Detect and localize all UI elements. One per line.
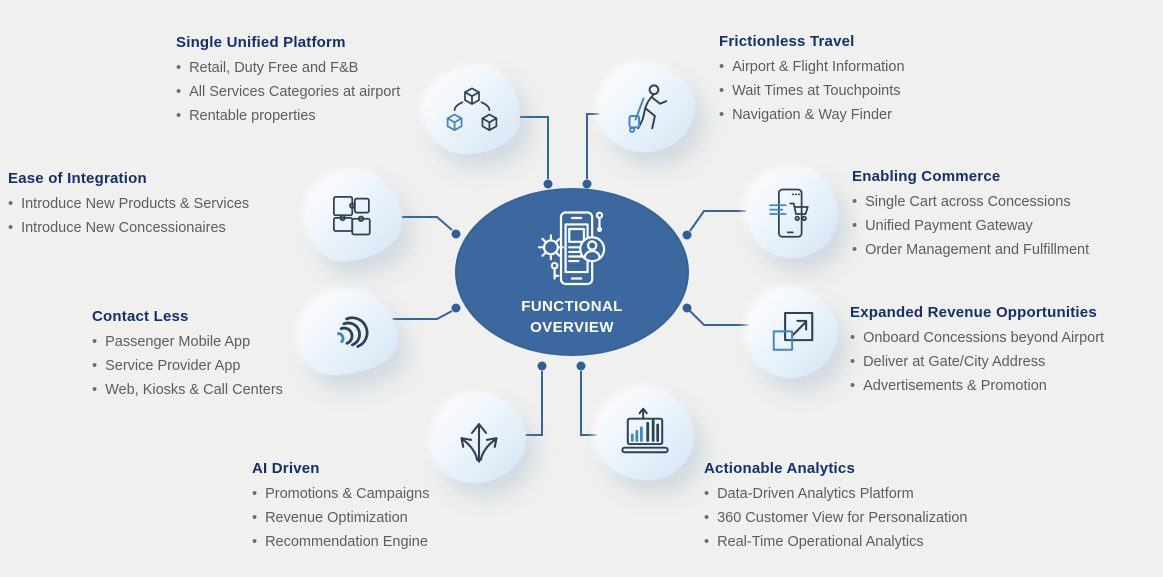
bullet-item: Navigation & Way Finder <box>719 103 905 127</box>
node-dot <box>582 179 592 189</box>
section-items: Promotions & Campaigns Revenue Optimizat… <box>252 482 430 554</box>
bullet-item: Airport & Flight Information <box>719 55 904 79</box>
node-dot <box>576 361 586 371</box>
bullet-item: Promotions & Campaigns <box>252 482 429 506</box>
section-title: Enabling Commerce <box>852 168 1001 185</box>
bullet-item: Real-Time Operational Analytics <box>704 530 967 554</box>
traveler-luggage-icon <box>628 83 668 133</box>
bullet-item: Introduce New Products & Services <box>8 192 249 216</box>
branching-arrows-blob <box>432 395 526 483</box>
bullet-item: 360 Customer View for Personalization <box>704 506 967 530</box>
analytics-laptop-icon <box>621 407 669 454</box>
bullet-item: Introduce New Concessionaires <box>8 216 249 240</box>
section-actionable-analytics: Actionable Analytics Data-Driven Analyti… <box>704 460 967 554</box>
mobile-commerce-blob <box>746 169 838 258</box>
bullet-item: Retail, Duty Free and F&B <box>176 56 400 80</box>
section-title: Actionable Analytics <box>704 460 855 477</box>
bullet-item: Rentable properties <box>176 104 400 128</box>
traveler-blob <box>599 65 695 152</box>
center-title-line2: OVERVIEW <box>530 319 614 336</box>
bullet-item: Order Management and Fulfillment <box>852 238 1089 262</box>
bullet-item: Recommendation Engine <box>252 530 430 554</box>
section-frictionless-travel: Frictionless Travel Airport & Flight Inf… <box>719 33 905 127</box>
center-ellipse: FUNCTIONAL OVERVIEW <box>455 188 689 356</box>
bullet-item: Unified Payment Gateway <box>852 214 1089 238</box>
bullet-item: Service Provider App <box>92 354 283 378</box>
section-items: Single Cart across Concessions Unified P… <box>852 190 1089 262</box>
puzzle-icon <box>333 195 371 235</box>
bullet-item: Passenger Mobile App <box>92 330 283 354</box>
section-title: Contact Less <box>92 308 189 325</box>
bullet-item: Wait Times at Touchpoints <box>719 79 905 103</box>
section-enabling-commerce: Enabling Commerce Single Cart across Con… <box>852 168 1089 262</box>
puzzle-blob <box>306 172 402 261</box>
bullet-item: Revenue Optimization <box>252 506 430 530</box>
bullet-item: Advertisements & Promotion <box>850 374 1104 398</box>
cubes-blob <box>424 68 520 154</box>
section-title: Single Unified Platform <box>176 34 346 51</box>
branching-arrows-icon <box>460 423 498 463</box>
section-title: Expanded Revenue Opportunities <box>850 304 1097 321</box>
section-title: AI Driven <box>252 460 320 477</box>
node-dot <box>537 361 547 371</box>
cubes-network-icon <box>446 87 498 132</box>
section-title: Ease of Integration <box>8 170 147 187</box>
connector <box>689 210 752 232</box>
node-dot <box>682 230 692 240</box>
node-dot <box>682 303 692 313</box>
node-dot <box>543 179 553 189</box>
expand-blob <box>747 290 838 378</box>
section-items: Introduce New Products & Services Introd… <box>8 192 249 240</box>
center-title-line1: FUNCTIONAL <box>521 298 623 315</box>
bullet-item: Onboard Concessions beyond Airport <box>850 326 1104 350</box>
contactless-blob <box>299 292 398 375</box>
analytics-blob <box>596 390 694 480</box>
node-dot <box>451 303 461 313</box>
section-ai-driven: AI Driven Promotions & Campaigns Revenue… <box>252 460 430 554</box>
section-items: Airport & Flight Information Wait Times … <box>719 55 905 127</box>
connector <box>689 310 752 326</box>
section-single-unified-platform: Single Unified Platform Retail, Duty Fre… <box>176 34 400 128</box>
section-expanded-revenue-opportunities: Expanded Revenue Opportunities Onboard C… <box>850 304 1104 398</box>
section-ease-of-integration: Ease of Integration Introduce New Produc… <box>8 170 249 240</box>
contactless-waves-icon <box>336 315 368 348</box>
phone-services-icon <box>537 211 606 286</box>
section-items: Data-Driven Analytics Platform 360 Custo… <box>704 482 967 554</box>
node-dot <box>451 229 461 239</box>
bullet-item: All Services Categories at airport <box>176 80 400 104</box>
expand-arrows-icon <box>772 311 813 351</box>
section-contact-less: Contact Less Passenger Mobile App Servic… <box>92 308 283 402</box>
section-title: Frictionless Travel <box>719 33 855 50</box>
bullet-item: Data-Driven Analytics Platform <box>704 482 967 506</box>
section-items: Passenger Mobile App Service Provider Ap… <box>92 330 283 402</box>
bullet-item: Single Cart across Concessions <box>852 190 1089 214</box>
section-items: Retail, Duty Free and F&B All Services C… <box>176 56 400 128</box>
bullet-item: Deliver at Gate/City Address <box>850 350 1104 374</box>
bullet-item: Web, Kiosks & Call Centers <box>92 378 283 402</box>
mobile-cart-icon <box>769 188 809 238</box>
connector <box>388 310 453 320</box>
section-items: Onboard Concessions beyond Airport Deliv… <box>850 326 1104 398</box>
